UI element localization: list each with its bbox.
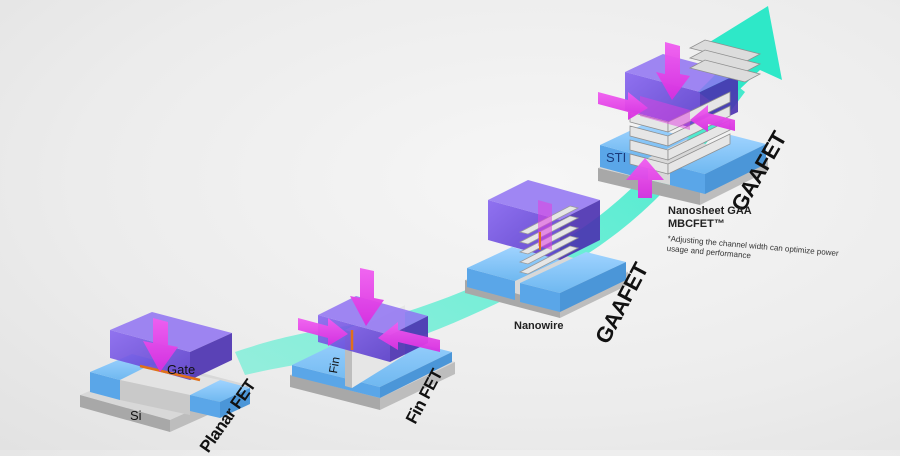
nanowire-caption: Nanowire xyxy=(514,320,564,332)
gaafet-nanosheet-illustration xyxy=(598,39,768,205)
planar-fet-illustration xyxy=(80,312,250,432)
fin-label: Fin xyxy=(326,355,343,375)
finfet-illustration xyxy=(290,268,455,410)
nanosheet-caption-line1: Nanosheet GAA xyxy=(668,205,752,217)
gate-label: Gate xyxy=(167,362,196,377)
sti-label: STI xyxy=(606,150,627,165)
gaafet-nanowire-illustration xyxy=(465,180,628,318)
si-label: Si xyxy=(130,408,142,423)
nanosheet-caption-line2: MBCFET™ xyxy=(668,218,725,230)
